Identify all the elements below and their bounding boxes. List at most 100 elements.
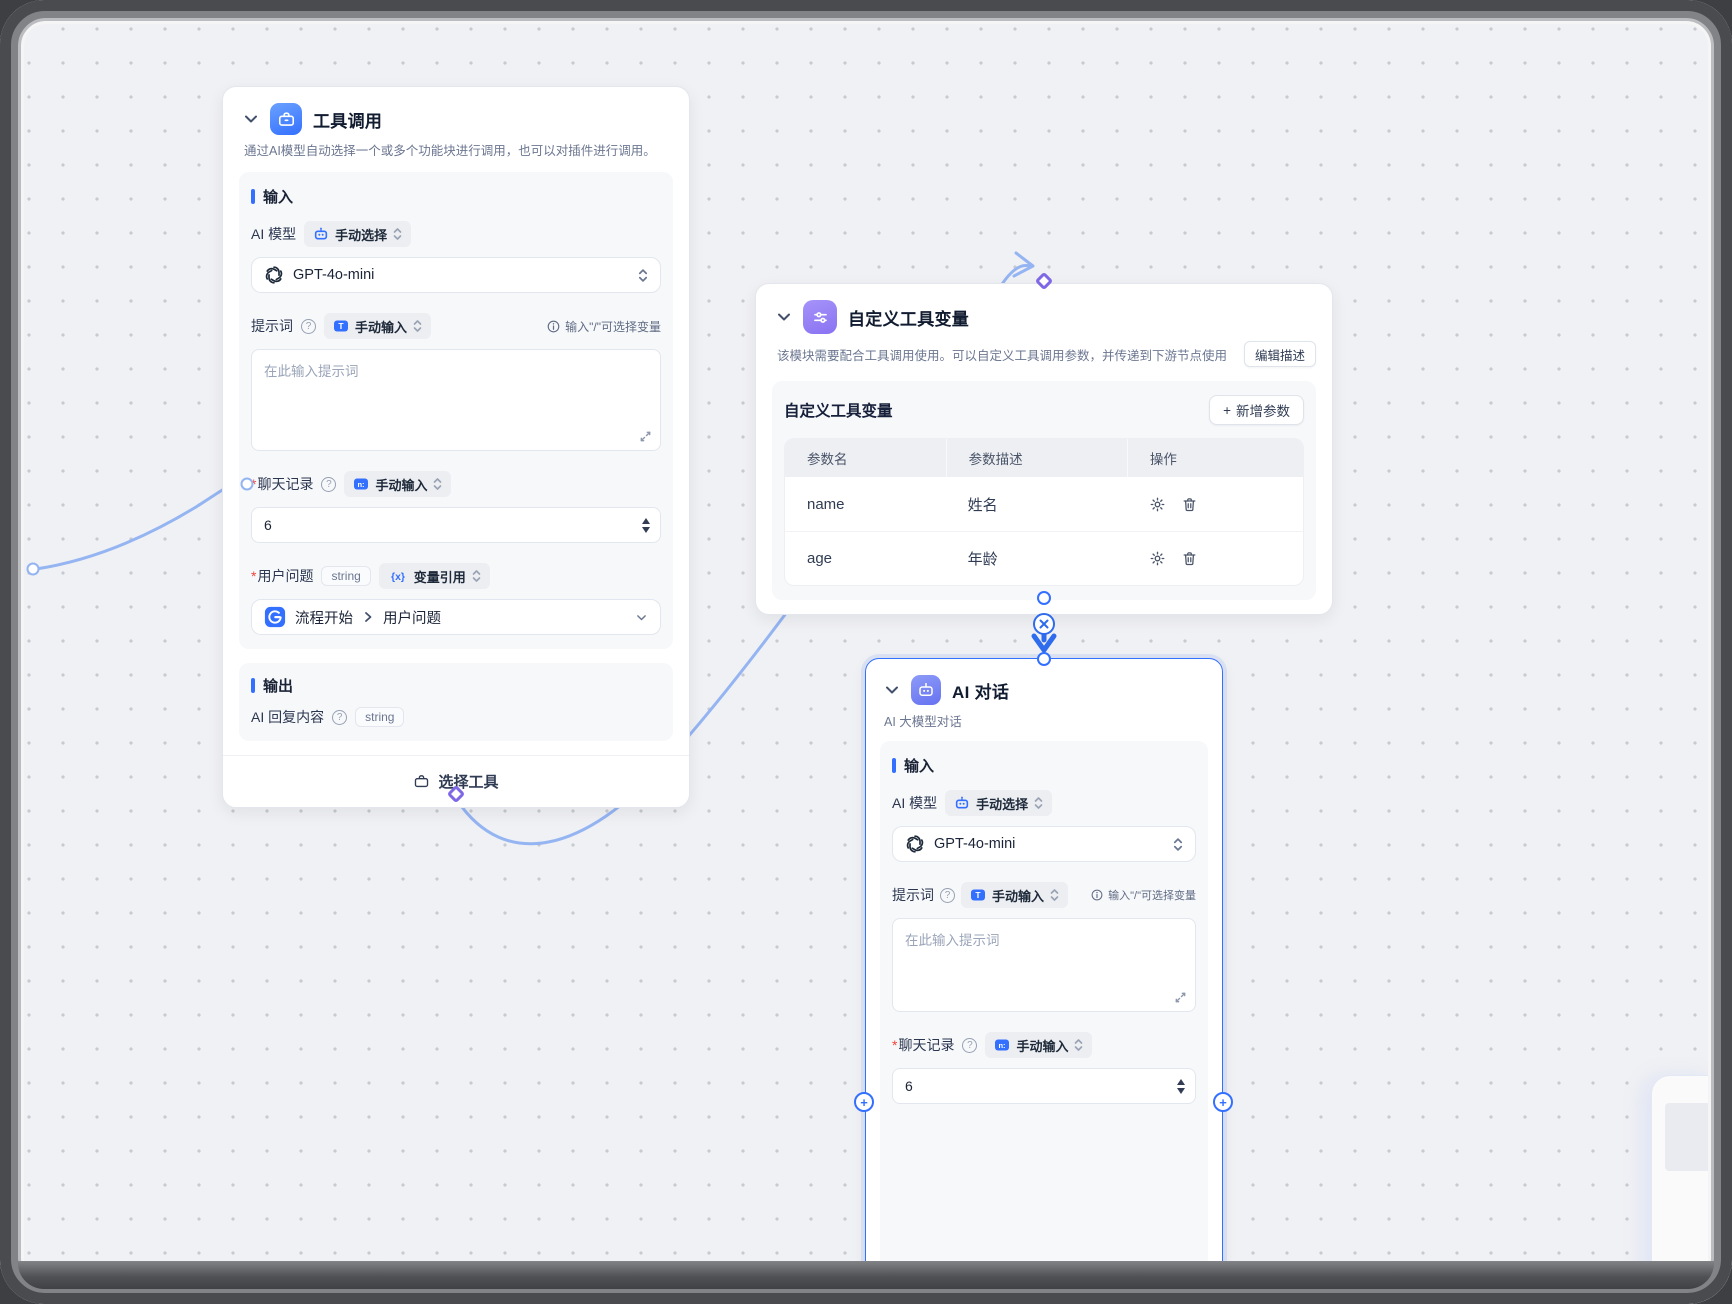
param-name: name [807,495,845,513]
gear-icon[interactable] [1149,550,1166,567]
chevron-down-icon[interactable] [884,682,900,698]
info-circle-icon [547,320,560,332]
sliders-icon [803,300,837,334]
svg-text:T: T [975,890,981,900]
partial-node-content [1665,1103,1711,1171]
svg-text:T: T [338,321,344,331]
partial-node-card[interactable] [1652,1076,1728,1304]
model-select[interactable]: GPT-4o-mini [251,257,661,294]
stepper-down-icon[interactable] [1177,1087,1185,1094]
prompt-mode-chip[interactable]: T 手动输入 [324,313,432,340]
prompt-label: 提示词 [251,318,293,335]
model-select[interactable]: GPT-4o-mini [892,826,1196,863]
trash-icon[interactable] [1181,496,1198,513]
tool-call-input-port[interactable] [240,477,254,491]
history-input[interactable] [892,1068,1196,1105]
history-mode-chip[interactable]: n: 手动输入 [985,1032,1093,1059]
node-custom-vars[interactable]: 自定义工具变量 该模块需要配合工具调用使用。可以自定义工具调用参数，并传递到下游… [755,283,1333,615]
number-input-icon: n: [995,1039,1010,1051]
number-stepper[interactable] [642,507,650,543]
question-circle-icon[interactable]: ? [962,1037,978,1053]
edge-left-to-toolcall [34,482,236,571]
prompt-textarea[interactable] [251,349,661,452]
chevron-updown-icon [1173,837,1183,852]
ai-chat-left-add-port[interactable]: + [854,1092,874,1112]
ai-model-label: AI 模型 [892,795,938,812]
col-param-desc: 参数描述 [945,439,1127,477]
expand-icon[interactable] [639,430,652,443]
params-table: 参数名 参数描述 操作 name 姓名 age 年龄 [784,438,1304,586]
question-circle-icon[interactable]: ? [301,318,316,334]
stepper-up-icon[interactable] [1177,1078,1185,1085]
param-desc: 年龄 [967,551,998,568]
edge-customvars-arrowhead [1012,251,1035,278]
edit-description-button[interactable]: 编辑描述 [1243,341,1316,367]
question-mode-chip[interactable]: {x} 变量引用 [378,563,490,590]
prompt-hint: 输入"/"可选择变量 [1091,887,1196,903]
model-mode-chip[interactable]: 手动选择 [945,790,1053,817]
node-tool-call[interactable]: 工具调用 通过AI模型自动选择一个或多个功能块进行调用，也可以对插件进行调用。 … [222,86,690,809]
node-title: 自定义工具变量 [848,309,970,329]
number-stepper[interactable] [1177,1068,1185,1104]
stepper-down-icon[interactable] [642,526,650,533]
robot-icon [314,227,328,240]
output-panel: 输出 AI 回复内容 ? string [239,663,673,742]
ai-chat-top-port[interactable] [1037,652,1051,666]
chevron-down-icon[interactable] [243,111,259,127]
model-value: GPT-4o-mini [293,267,375,284]
edge-delete-button[interactable] [1033,613,1055,635]
param-row: age 年龄 [785,531,1303,585]
edge-source-handle[interactable] [26,562,40,576]
question-circle-icon[interactable]: ? [940,887,955,903]
input-panel: 输入 AI 模型 手动选择 GPT-4o-mini 提示词 ? T [880,741,1208,1302]
node-subtitle: AI 大模型对话 [884,715,962,729]
history-input[interactable] [251,507,661,544]
briefcase-icon [270,103,302,135]
history-mode-chip[interactable]: n: 手动输入 [344,471,452,498]
panel-title: 自定义工具变量 [784,403,893,420]
history-label: 聊天记录 [251,474,313,494]
custom-vars-panel: 自定义工具变量 + 新增参数 参数名 参数描述 操作 name 姓名 [772,381,1316,600]
section-bar [251,189,255,205]
prompt-textarea[interactable] [892,918,1196,1013]
model-mode-chip[interactable]: 手动选择 [304,221,412,248]
node-ai-chat[interactable]: AI 对话 AI 大模型对话 输入 AI 模型 手动选择 GPT-4o-mini [865,658,1223,1304]
col-actions: 操作 [1126,439,1303,477]
history-label: 聊天记录 [892,1035,954,1055]
node-custom-vars-header: 自定义工具变量 [756,284,1332,334]
node-title: AI 对话 [952,682,1010,702]
chevron-updown-icon [1074,1038,1083,1052]
svg-text:{x}: {x} [391,572,405,583]
chevron-right-icon [365,612,372,623]
question-source-select[interactable]: 流程开始 用户问题 [251,599,661,636]
question-field: 用户问题 [383,610,441,627]
flow-start-icon [264,607,286,628]
prompt-mode-chip[interactable]: T 手动输入 [961,882,1069,909]
edge-aichat-arrowhead [1031,633,1057,653]
custom-vars-bottom-port[interactable] [1037,591,1051,605]
ai-chat-right-add-port[interactable]: + [1213,1092,1233,1112]
input-panel: 输入 AI 模型 手动选择 GPT-4o-mini 提示词 ? T [239,172,673,650]
prompt-label: 提示词 [892,887,934,904]
trash-icon[interactable] [1181,550,1198,567]
svg-text:n:: n: [358,480,365,489]
question-circle-icon[interactable]: ? [321,476,337,492]
question-circle-icon[interactable]: ? [332,709,348,725]
stepper-up-icon[interactable] [642,517,650,524]
question-source: 流程开始 [295,610,353,627]
svg-text:n:: n: [999,1041,1006,1050]
chevron-updown-icon [413,319,422,333]
gear-icon[interactable] [1149,496,1166,513]
expand-icon[interactable] [1174,991,1187,1004]
chevron-updown-icon [433,477,442,491]
ai-model-label: AI 模型 [251,226,297,243]
chevron-down-icon[interactable] [776,309,792,325]
param-name: age [807,550,833,567]
chevron-down-icon [637,614,646,620]
chevron-updown-icon [1034,796,1043,810]
chevron-updown-icon [1050,888,1059,902]
chevron-updown-icon [472,569,481,583]
add-param-button[interactable]: + 新增参数 [1209,395,1304,425]
plus-icon: + [1223,402,1231,418]
